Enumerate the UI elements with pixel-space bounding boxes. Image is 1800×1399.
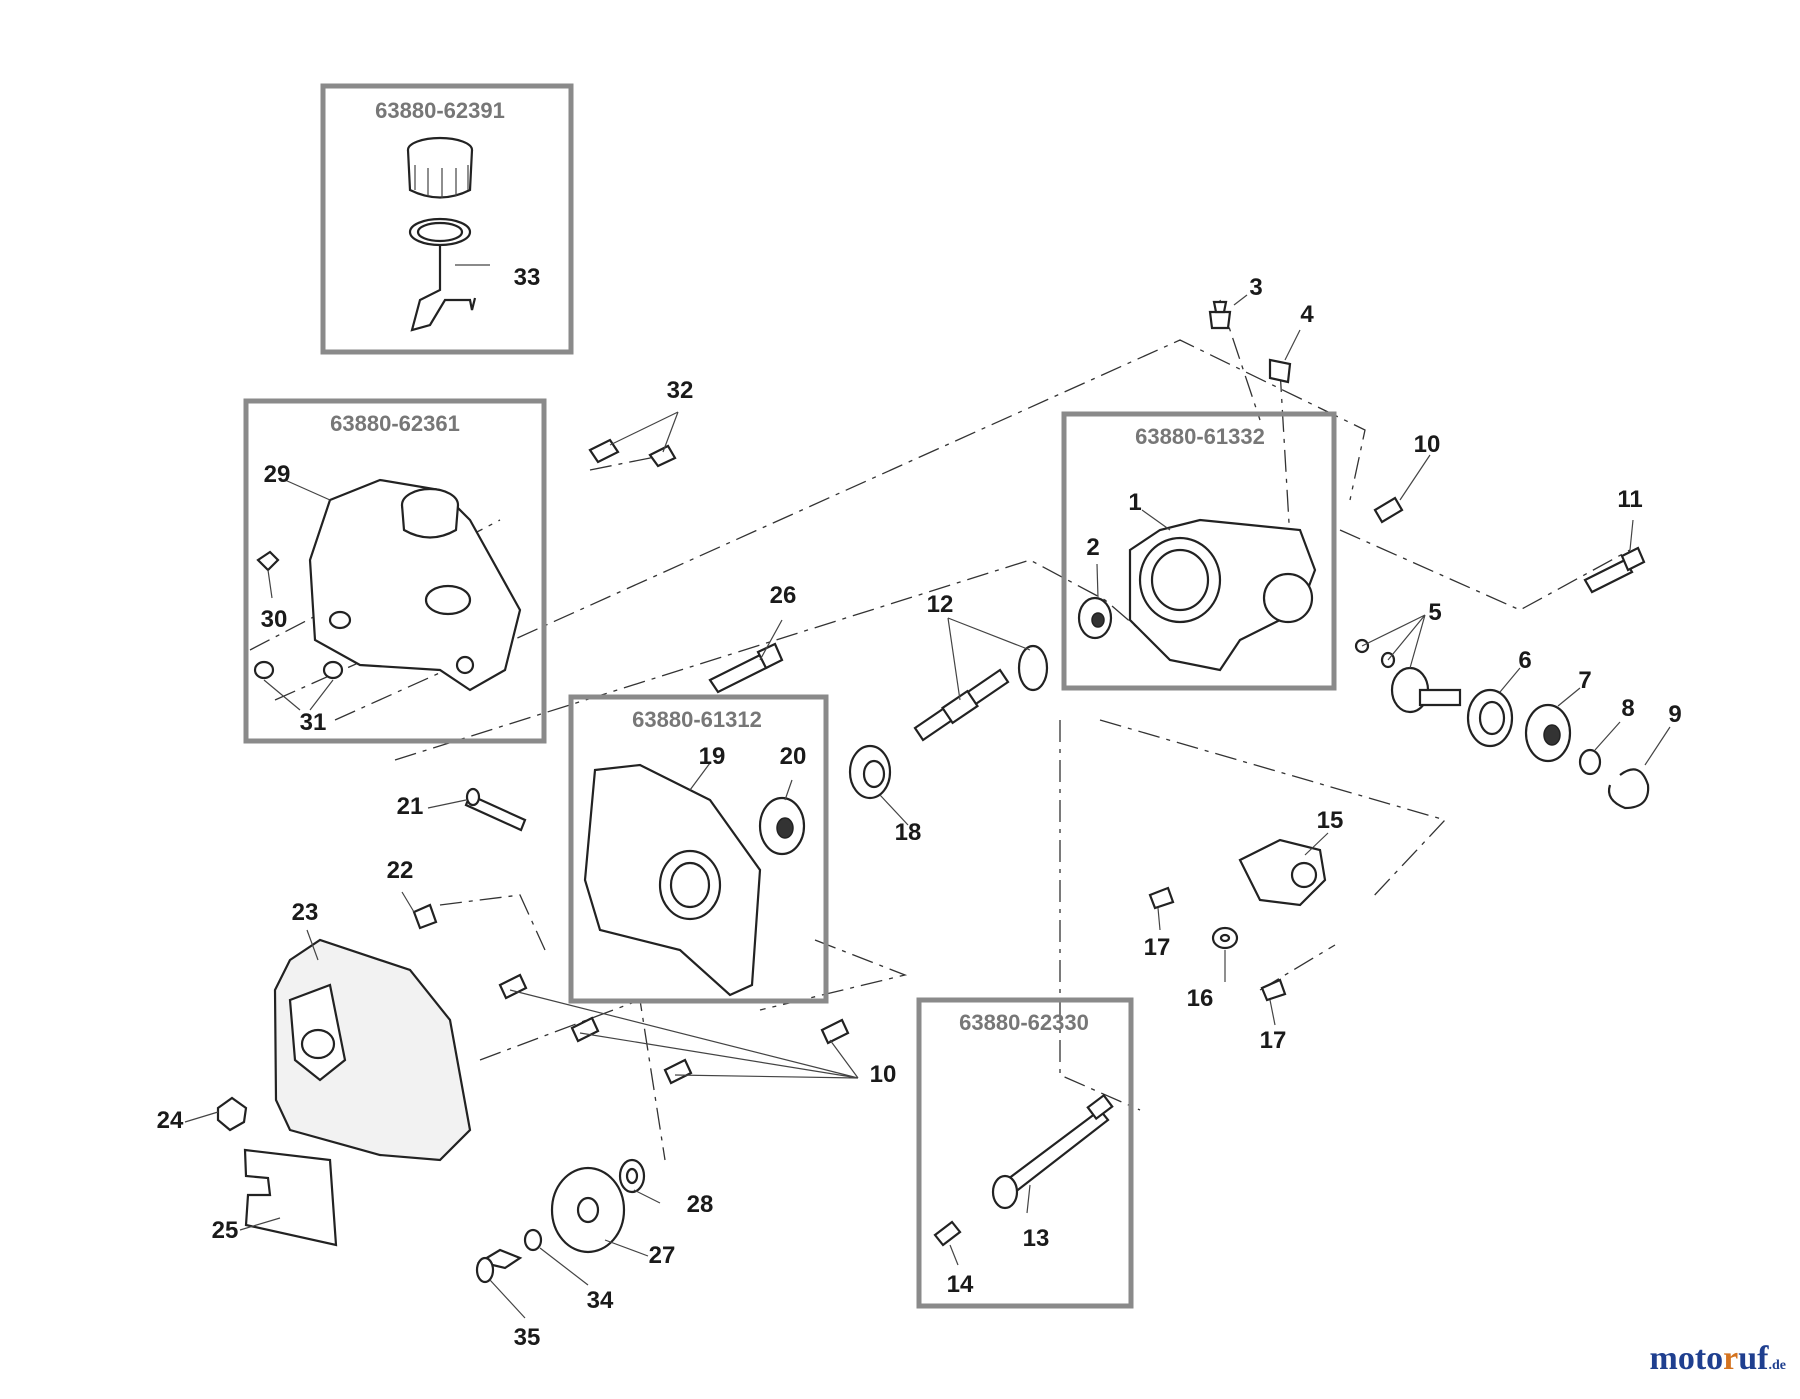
callout-5: 5	[1428, 599, 1441, 626]
plate-25-part	[243, 1148, 338, 1247]
callout-34: 34	[587, 1287, 614, 1314]
gear-5-part	[1354, 638, 1462, 714]
bolt-21-part	[464, 787, 527, 832]
kit-number-label: 63880-61312	[632, 707, 762, 732]
callout-15: 15	[1317, 807, 1344, 834]
sprocket-27-part	[550, 1166, 626, 1254]
bearing-18-part	[848, 744, 892, 800]
bearing-6-part	[1466, 688, 1514, 748]
callout-23: 23	[292, 899, 319, 926]
callout-12: 12	[927, 591, 954, 618]
callout-16: 16	[1187, 985, 1214, 1012]
callout-31: 31	[300, 709, 327, 736]
bolt-26-part	[708, 642, 784, 694]
kit-box-62361: 63880-62361	[243, 398, 547, 744]
drive-shaft-12-part	[913, 644, 1049, 742]
screw-17-upper-part	[1148, 886, 1175, 910]
callout-2: 2	[1086, 534, 1099, 561]
callout-20: 20	[780, 743, 807, 770]
callout-24: 24	[157, 1107, 184, 1134]
callout-27: 27	[649, 1242, 676, 1269]
callout-1: 1	[1128, 489, 1141, 516]
callout-26: 26	[770, 582, 797, 609]
fitting-14-part	[933, 1220, 962, 1247]
callout-7: 7	[1578, 667, 1591, 694]
callout-6: 6	[1518, 647, 1531, 674]
callout-29: 29	[264, 461, 291, 488]
callout-8: 8	[1621, 695, 1634, 722]
washer-28-part	[618, 1158, 646, 1194]
callout-17-lower: 17	[1260, 1027, 1287, 1054]
kit-box-61312: 63880-61312	[568, 694, 829, 1004]
callout-17-upper: 17	[1144, 934, 1171, 961]
kit-number-label: 63880-62391	[375, 98, 505, 123]
oil-tank-cap-part	[406, 136, 477, 332]
callout-21: 21	[397, 793, 424, 820]
bolt-35-part	[475, 1248, 523, 1284]
bushings-31-part	[253, 660, 344, 680]
nut-24-part	[216, 1096, 248, 1132]
screws-10-lower-part	[498, 973, 850, 1085]
clip-part	[1268, 358, 1292, 384]
callout-4: 4	[1300, 301, 1314, 328]
callout-10-lower: 10	[870, 1061, 897, 1088]
callout-14: 14	[947, 1271, 974, 1298]
callout-3: 3	[1249, 274, 1262, 301]
screws-32-part	[588, 438, 677, 468]
oil-tank-part	[308, 478, 522, 692]
callout-13: 13	[1023, 1225, 1050, 1252]
circlip-9-part	[1607, 768, 1650, 810]
chain-cover-23-part	[273, 938, 472, 1162]
screw-22-part	[412, 903, 438, 930]
motoruf-watermark-logo: motoruf.de	[1649, 1340, 1786, 1377]
callout-numbers: 1 2 3 4 5 6 7 8 9 10 10 11 12 13 14 15 1…	[157, 264, 1682, 1351]
kit-number-label: 63880-62361	[330, 411, 460, 436]
bearing-7-part	[1524, 703, 1572, 763]
leader-lines	[184, 264, 1671, 1319]
callout-18: 18	[895, 819, 922, 846]
screw-10-top-part	[1373, 496, 1404, 524]
callout-25: 25	[212, 1217, 239, 1244]
callout-35: 35	[514, 1324, 541, 1351]
kit-number-label: 63880-62330	[959, 1010, 1089, 1035]
callout-10-top: 10	[1414, 431, 1441, 458]
bolt-11-part	[1583, 546, 1646, 594]
callout-11: 11	[1617, 486, 1642, 513]
washer-34-part	[523, 1228, 543, 1252]
ring-8-part	[1578, 748, 1602, 776]
oil-pump-15-part	[1238, 838, 1327, 907]
callout-9: 9	[1668, 701, 1681, 728]
bearing-20-part	[758, 796, 806, 856]
screw-30-part	[256, 550, 280, 572]
oil-pipe-13-part	[991, 1093, 1114, 1210]
screw-17-lower-part	[1260, 978, 1287, 1002]
callout-32: 32	[667, 377, 694, 404]
washer-16-part	[1211, 926, 1239, 950]
callout-30: 30	[261, 606, 288, 633]
kit-box-61332: 63880-61332	[1061, 411, 1337, 691]
kit-number-label: 63880-61332	[1135, 424, 1265, 449]
callout-33: 33	[514, 264, 541, 291]
grease-nipple-part	[1208, 300, 1232, 330]
bearing-2-part	[1077, 596, 1113, 640]
kit-box-62330: 63880-62330	[916, 997, 1134, 1309]
callout-28: 28	[687, 1191, 714, 1218]
callout-22: 22	[387, 857, 414, 884]
kit-box-62391: 63880-62391	[320, 83, 574, 355]
gear-case-part	[1128, 518, 1317, 672]
side-plate-19-part	[583, 763, 762, 997]
callout-19: 19	[699, 743, 726, 770]
